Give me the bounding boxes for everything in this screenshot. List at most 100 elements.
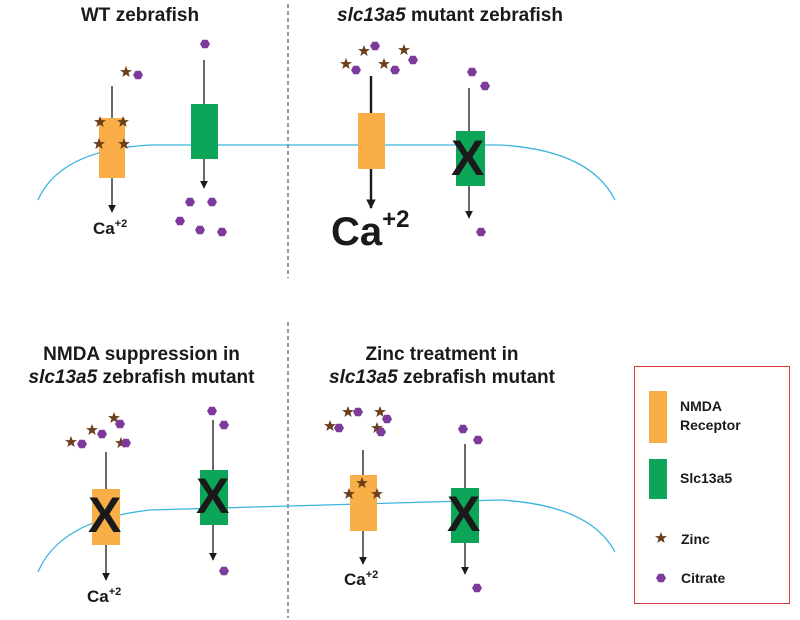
citrate-hexagon [376, 427, 386, 437]
suppression-title-gene: slc13a5 [28, 367, 98, 388]
citrate-hexagon [133, 70, 143, 80]
wt-calcium-label: Ca+2 [93, 218, 127, 239]
zinc-star [108, 412, 120, 423]
zinc-treatment-zinc-group [324, 406, 386, 499]
zinc-slc13a5-transporter [451, 488, 479, 543]
mutant-title-rest: mutant zebrafish [405, 5, 563, 26]
zinc-star [120, 66, 132, 77]
zinc-star [65, 436, 77, 447]
calcium-symbol: Ca [331, 210, 383, 254]
citrate-hexagon [458, 424, 468, 434]
suppression-citrate-group [77, 406, 229, 576]
citrate-hexagon [467, 67, 477, 77]
citrate-hexagon [207, 197, 217, 207]
citrate-hexagon [382, 414, 392, 424]
suppression-nmda-receptor [92, 489, 120, 545]
wt-zinc-group [93, 66, 132, 149]
citrate-hexagon [476, 227, 486, 237]
calcium-symbol: Ca [344, 570, 366, 589]
mutant-panel-title: slc13a5 mutant zebrafish [300, 4, 600, 27]
legend-citrate-label: Citrate [681, 570, 726, 586]
citrate-hexagon [121, 438, 131, 448]
zinc-star [115, 437, 127, 448]
calcium-charge: +2 [108, 586, 122, 598]
suppression-title-rest: zebrafish mutant [97, 367, 255, 388]
suppression-calcium-label: Ca+2 [87, 586, 121, 607]
wt-panel-title: WT zebrafish [60, 4, 220, 27]
zinc-star [86, 424, 98, 435]
legend-zinc-label: Zinc [681, 531, 710, 547]
zinc-title-rest: zebrafish mutant [397, 367, 555, 388]
citrate-hexagon [217, 227, 227, 237]
zinc-star [117, 116, 129, 127]
calcium-symbol: Ca [93, 219, 115, 238]
mutant-calcium-label: Ca+2 [331, 206, 410, 255]
citrate-hexagon [219, 420, 229, 430]
legend-nmda-swatch [649, 391, 667, 443]
calcium-charge: +2 [382, 206, 410, 233]
suppression-nmda-blocked-mark: X [88, 487, 122, 543]
legend-zinc-star [655, 532, 667, 543]
zinc-star [371, 488, 383, 499]
legend-box [634, 366, 790, 604]
suppression-slc-blocked-mark: X [196, 468, 230, 524]
mutant-title-gene: slc13a5 [337, 5, 406, 26]
citrate-hexagon [408, 55, 418, 65]
citrate-hexagon [472, 583, 482, 593]
zinc-title-line1: Zinc treatment in [365, 344, 519, 365]
zinc-star [94, 116, 106, 127]
zinc-calcium-label: Ca+2 [344, 569, 378, 590]
suppression-title-line2: slc13a5 zebrafish mutant [0, 366, 283, 389]
calcium-symbol: Ca [87, 587, 109, 606]
zinc-star [398, 44, 410, 55]
legend-nmda-line1: NMDA [680, 398, 722, 414]
citrate-hexagon [77, 439, 87, 449]
citrate-hexagon [390, 65, 400, 75]
citrate-hexagon [200, 39, 210, 49]
suppression-title-line1: NMDA suppression in [43, 344, 240, 365]
zinc-star [324, 420, 336, 431]
mutant-slc13a5-transporter [456, 131, 485, 186]
mutant-zinc-group [340, 44, 410, 69]
citrate-hexagon [473, 435, 483, 445]
zinc-star [118, 138, 130, 149]
zinc-star [371, 422, 383, 433]
citrate-hexagon [351, 65, 361, 75]
citrate-hexagon [115, 419, 125, 429]
zinc-star [374, 406, 386, 417]
legend-nmda-line2: Receptor [680, 417, 741, 433]
zinc-star [358, 45, 370, 56]
citrate-hexagon [480, 81, 490, 91]
zinc-star [340, 58, 352, 69]
membrane-top [37, 144, 616, 201]
wt-slc13a5-transporter [191, 104, 218, 159]
calcium-charge: +2 [114, 218, 128, 230]
zinc-slc-blocked-mark: X [447, 486, 481, 542]
citrate-hexagon [185, 197, 195, 207]
calcium-charge: +2 [365, 569, 379, 581]
citrate-hexagon [353, 407, 363, 417]
zinc-panel-title: Zinc treatment in slc13a5 zebrafish muta… [296, 343, 588, 389]
zinc-treatment-citrate-group [334, 407, 483, 593]
mutant-citrate-group [351, 41, 490, 237]
membrane-bottom [37, 499, 616, 573]
zinc-star [342, 406, 354, 417]
zinc-star [378, 58, 390, 69]
wt-title-text: WT zebrafish [80, 5, 200, 26]
wt-citrate-group [133, 39, 227, 237]
citrate-hexagon [207, 406, 217, 416]
zinc-title-line2: slc13a5 zebrafish mutant [296, 366, 588, 389]
suppression-slc13a5-transporter [200, 470, 228, 525]
suppression-panel-title: NMDA suppression in slc13a5 zebrafish mu… [0, 343, 283, 389]
citrate-hexagon [370, 41, 380, 51]
citrate-hexagon [195, 225, 205, 235]
citrate-hexagon [175, 216, 185, 226]
citrate-hexagon [334, 423, 344, 433]
legend-slc13a5-label: Slc13a5 [680, 470, 733, 486]
suppression-zinc-group [65, 412, 127, 448]
citrate-hexagon [97, 429, 107, 439]
zinc-star [93, 138, 105, 149]
legend-nmda-label: NMDA Receptor [680, 397, 741, 435]
zinc-star [343, 488, 355, 499]
